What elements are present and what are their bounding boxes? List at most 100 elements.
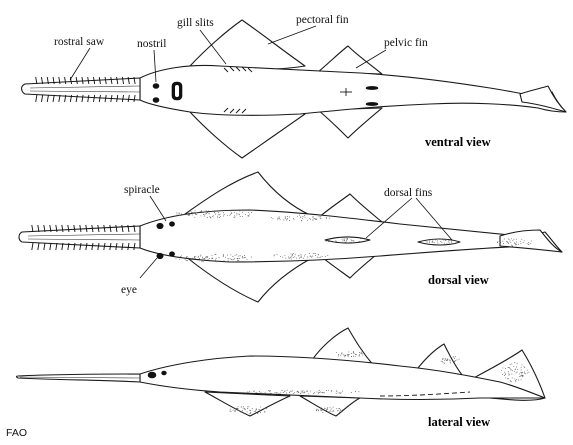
stipple-dot: [325, 409, 327, 411]
saw-tooth: [58, 76, 61, 85]
stipple-dot: [511, 245, 513, 247]
stipple-dot: [319, 217, 321, 219]
stipple-dot: [249, 213, 251, 215]
stipple-dot: [247, 211, 249, 213]
stipple-dot: [296, 257, 298, 259]
dorsal-rostrum-groove-2: [27, 238, 141, 241]
stipple-dot: [258, 391, 260, 392]
stipple-dot: [292, 218, 294, 220]
stipple-dot: [317, 393, 319, 395]
saw-tooth: [58, 94, 61, 103]
stipple-dot: [200, 259, 202, 261]
stipple-dot: [357, 241, 359, 243]
stipple-dot: [207, 210, 209, 212]
stipple-dot: [508, 238, 509, 240]
saw-tooth: [98, 76, 101, 85]
label-dorsal-view: dorsal view: [428, 273, 489, 287]
stipple-dot: [309, 390, 311, 392]
stipple-dot: [339, 236, 341, 238]
stipple-dot: [519, 373, 521, 375]
stipple-dot: [312, 255, 314, 257]
lateral-pectoral-fin: [204, 391, 291, 417]
ventral-pelvic-fin-upper: [317, 45, 383, 75]
stipple-dot: [275, 392, 277, 394]
stipple-dot: [511, 244, 512, 246]
stipple-dot: [299, 257, 300, 259]
saw-tooth: [75, 94, 78, 103]
stipple-dot: [194, 257, 196, 259]
stipple-dot: [428, 241, 430, 243]
stipple-dot: [336, 390, 338, 392]
stipple-dot: [197, 255, 199, 257]
leader-gill-slits: [199, 29, 227, 65]
stipple-dot: [181, 213, 182, 215]
stipple-dot: [179, 258, 181, 260]
saw-tooth: [41, 94, 44, 103]
stipple-dot: [503, 243, 504, 244]
stipple-dot: [514, 368, 516, 370]
saw-tooth: [37, 224, 40, 233]
stipple-dot: [232, 256, 234, 257]
stipple-dot: [190, 210, 192, 212]
stipple-dot: [259, 410, 261, 412]
stipple-dot: [247, 406, 249, 408]
saw-tooth: [73, 224, 76, 233]
stipple-dot: [179, 255, 181, 257]
stipple-dot: [343, 354, 345, 356]
stipple-dot: [515, 380, 517, 381]
stipple-dot: [292, 257, 294, 258]
stipple-dot: [239, 210, 241, 212]
stipple-dot: [508, 374, 510, 376]
stipple-dot: [426, 239, 428, 241]
stipple-dot: [528, 371, 530, 373]
stipple-dot: [257, 411, 259, 413]
lateral-stipple-shading: [229, 351, 530, 415]
stipple-dot: [312, 253, 314, 255]
stipple-dot: [291, 256, 293, 258]
stipple-dot: [316, 391, 318, 393]
saw-tooth: [43, 242, 46, 251]
stipple-dot: [353, 352, 355, 354]
stipple-dot: [516, 241, 517, 243]
saw-tooth: [127, 224, 130, 233]
stipple-dot: [248, 406, 250, 408]
stipple-dot: [247, 408, 249, 409]
stipple-dot: [519, 240, 521, 242]
stipple-dot: [264, 411, 266, 413]
stipple-dot: [188, 214, 190, 216]
stipple-dot: [214, 210, 215, 212]
stipple-dot: [302, 216, 304, 217]
stipple-dot: [442, 362, 444, 364]
stipple-dot: [318, 254, 319, 256]
saw-tooth: [35, 94, 38, 103]
stipple-dot: [230, 213, 231, 215]
stipple-dot: [520, 243, 522, 244]
stipple-dot: [219, 213, 221, 215]
stipple-dot: [194, 210, 196, 212]
stipple-dot: [255, 409, 257, 410]
saw-tooth: [79, 242, 82, 251]
stipple-dot: [346, 240, 348, 242]
saw-tooth: [81, 94, 84, 103]
dorsal-eye-lower: [156, 252, 164, 260]
stipple-dot: [327, 407, 329, 409]
stipple-dot: [284, 254, 286, 256]
stipple-dot: [196, 214, 198, 216]
stipple-dot: [250, 256, 252, 258]
stipple-dot: [512, 240, 514, 242]
stipple-dot: [188, 213, 190, 214]
stipple-dot: [442, 359, 444, 360]
stipple-dot: [285, 217, 286, 219]
stipple-dot: [355, 354, 357, 356]
stipple-dot: [530, 242, 532, 244]
stipple-dot: [452, 360, 454, 362]
stipple-dot: [291, 390, 293, 392]
stipple-dot: [253, 410, 255, 412]
stipple-dot: [340, 354, 342, 356]
stipple-dot: [192, 257, 194, 259]
stipple-dot: [341, 409, 343, 411]
stipple-dot: [511, 369, 513, 371]
stipple-dot: [340, 409, 342, 411]
stipple-dot: [242, 256, 244, 257]
stipple-dot: [449, 361, 451, 363]
